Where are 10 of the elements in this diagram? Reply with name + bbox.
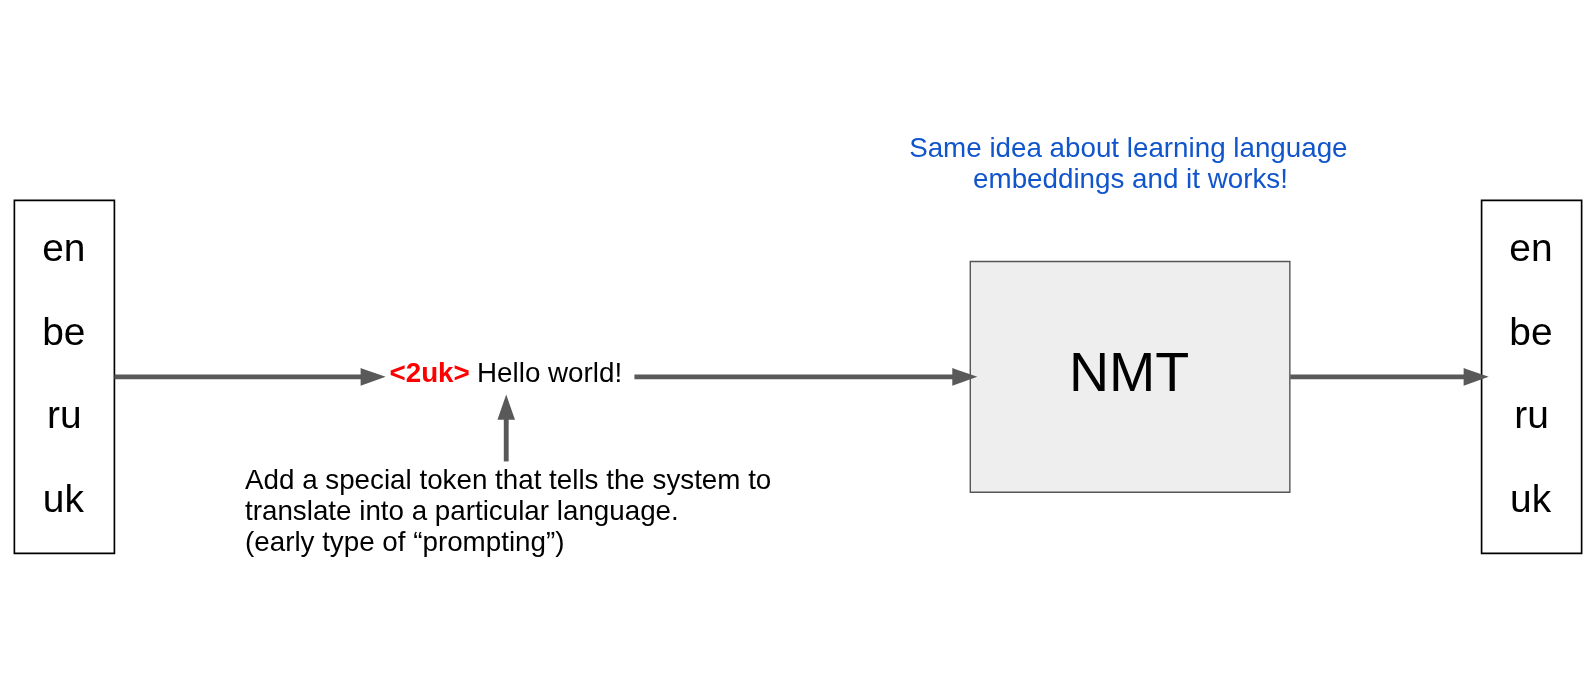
arrow: [497, 394, 515, 462]
node-text: Add a special token that tells the system to translate into a particular language. (early type of “prompting”): [245, 464, 772, 557]
arrow: [114, 368, 386, 386]
arrow: [1290, 368, 1489, 386]
node-box: NMT: [969, 260, 1291, 493]
node-box: en be ru uk: [13, 199, 116, 555]
node-box: en be ru uk: [1480, 199, 1583, 555]
arrow: [634, 368, 978, 386]
node-text: <2uk> Hello world!: [389, 357, 623, 389]
label: Same idea about learning language embeddings and it works!: [909, 132, 1348, 194]
